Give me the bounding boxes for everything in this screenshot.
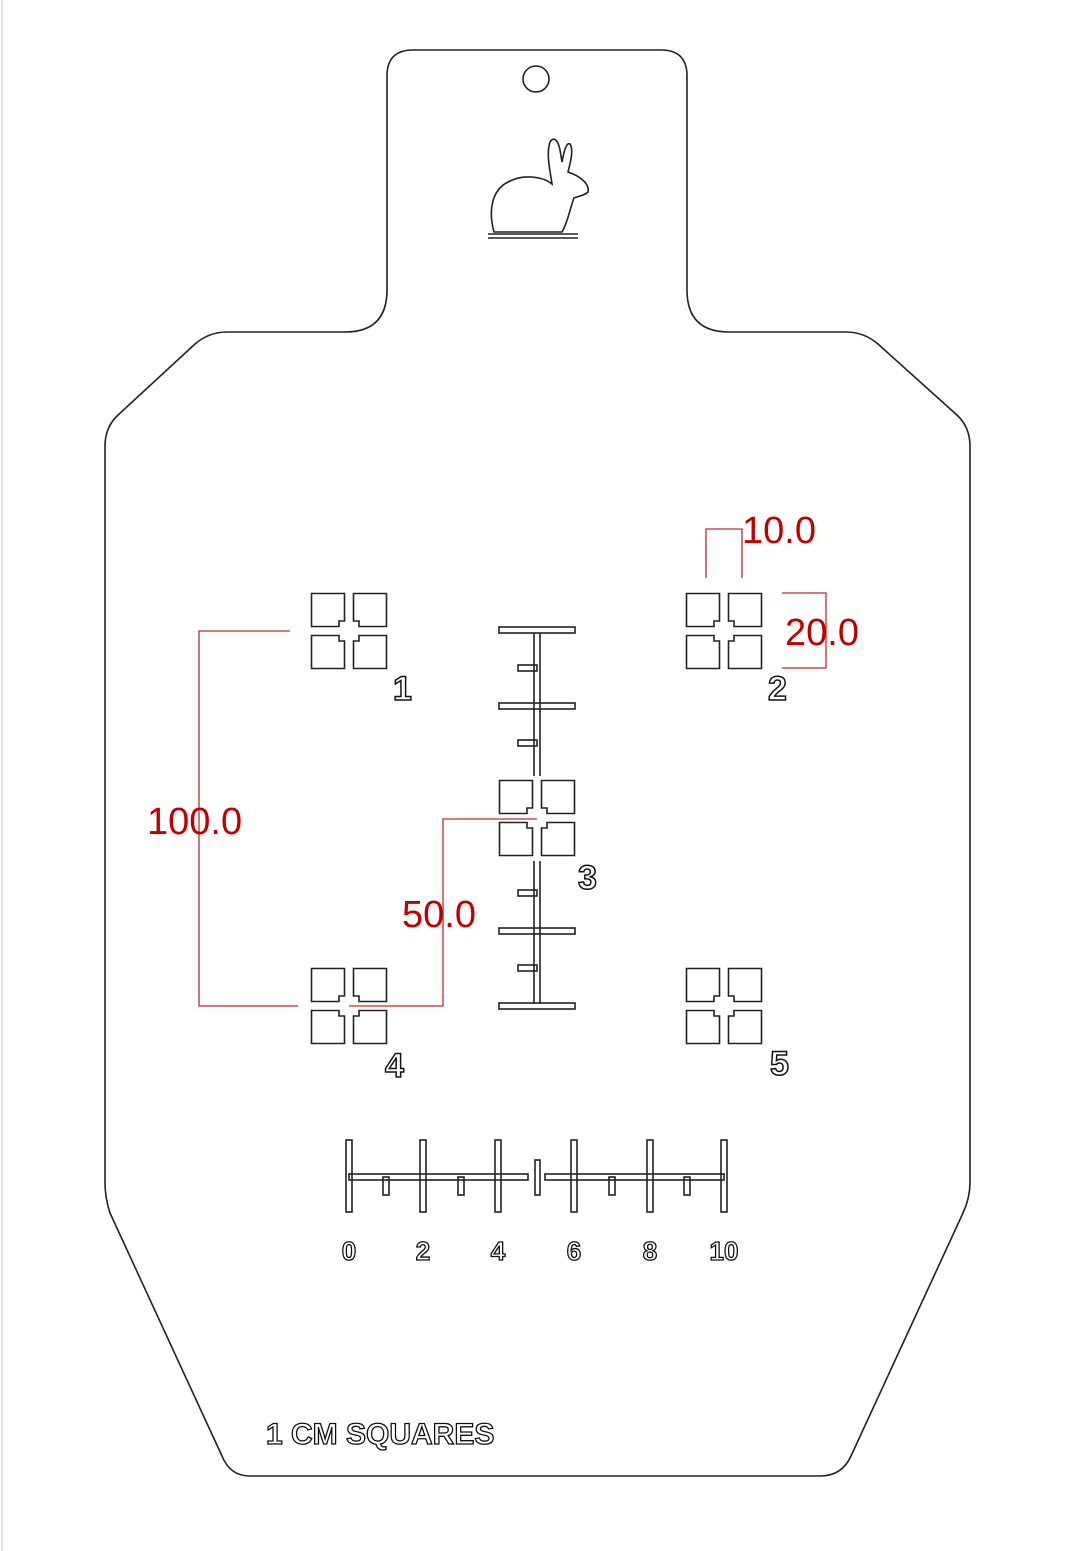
target-square-1 [310,592,388,670]
caption-1cm-squares: 1 CM SQUARES [266,1418,494,1451]
dimension-label-diagonal-offset: 50.0 [402,894,476,936]
scale-label-2: 2 [416,1236,430,1266]
hanging-hole [522,65,550,93]
scale-label-10: 10 [710,1236,739,1266]
dimension-vertical-spacing [198,630,298,1007]
scale-label-4: 4 [491,1236,506,1266]
scale-label-6: 6 [567,1236,581,1266]
dimension-label-box-height: 20.0 [785,612,859,654]
vertical-ladder-scale [498,626,576,1010]
horizontal-ruler-scale [345,1139,728,1213]
target-square-4 [310,967,388,1045]
dimension-label-vertical-spacing: 100.0 [147,801,242,843]
target-number-3: 3 [578,859,597,897]
target-number-4: 4 [385,1047,404,1085]
target-outline [104,49,971,1477]
rabbit-icon [488,138,590,239]
target-square-5 [685,967,763,1045]
dimension-box-height [782,592,827,669]
dimension-box-width [705,528,743,578]
dimension-diagonal-offset [349,818,537,1007]
target-number-2: 2 [768,670,787,708]
target-square-3 [498,779,576,857]
scale-label-0: 0 [342,1236,356,1266]
target-number-5: 5 [770,1045,789,1083]
target-number-1: 1 [393,670,412,708]
target-square-2 [685,592,763,670]
target-squares [310,592,763,1045]
scale-label-8: 8 [643,1236,657,1266]
dimension-label-box-width: 10.0 [742,510,816,552]
